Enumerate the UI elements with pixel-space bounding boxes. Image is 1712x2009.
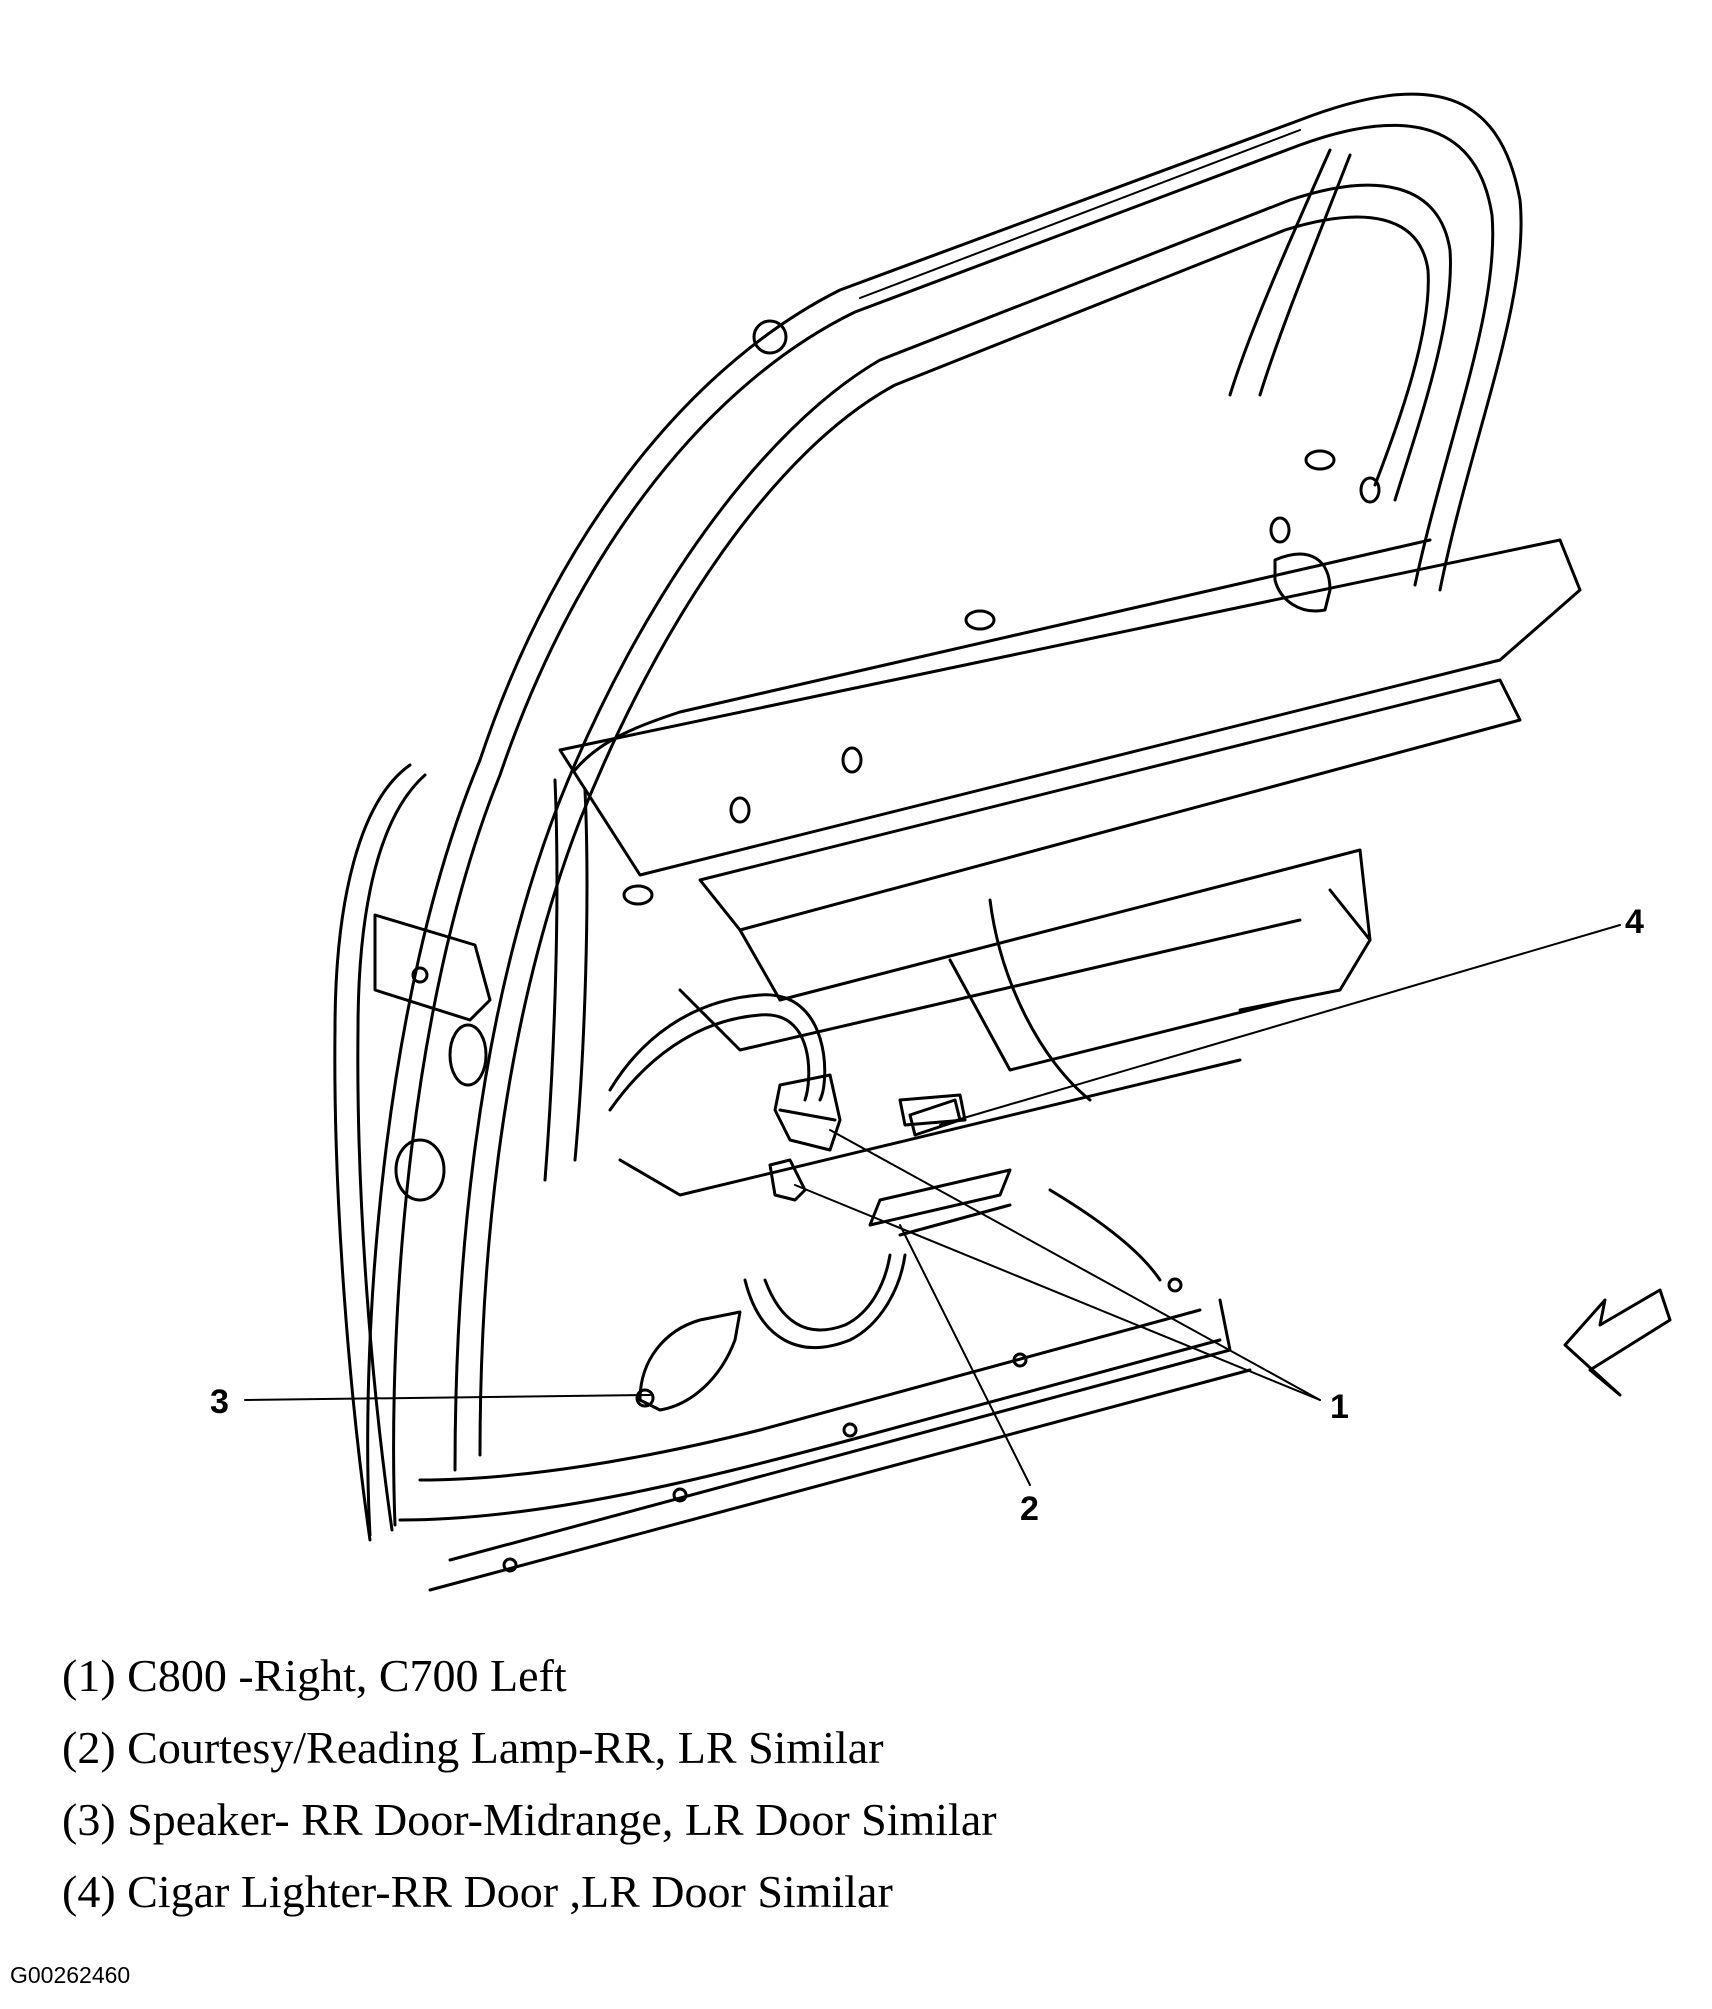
view-direction-arrow-icon	[1563, 1288, 1672, 1397]
connector-second	[768, 1158, 807, 1202]
door-drawing: 1 2 3 4	[210, 92, 1672, 1592]
legend-item-4: (4) Cigar Lighter-RR Door ,LR Door Simil…	[62, 1866, 893, 1917]
callout-3: 3	[210, 1383, 229, 1421]
callout-4: 4	[1625, 903, 1644, 941]
door-diagram: 1 2 3 4	[210, 92, 1672, 1592]
wiring-harness	[608, 993, 907, 1349]
armrest	[618, 678, 1522, 1282]
connector-c800	[773, 1073, 842, 1152]
leader-3	[244, 1394, 651, 1401]
callout-2: 2	[1020, 1490, 1039, 1528]
leader-1a	[829, 1129, 1321, 1401]
legend-item-2: (2) Courtesy/Reading Lamp-RR, LR Similar	[62, 1722, 884, 1773]
leader-1b	[794, 1184, 1321, 1401]
callout-1: 1	[1330, 1388, 1349, 1426]
legend: (1) C800 -Right, C700 Left (2) Courtesy/…	[62, 1640, 997, 1928]
window-frame	[366, 92, 1523, 1537]
leader-2	[899, 1224, 1031, 1486]
legend-item-1: (1) C800 -Right, C700 Left	[62, 1650, 567, 1701]
speaker	[635, 1310, 742, 1412]
legend-item-3: (3) Speaker- RR Door-Midrange, LR Door S…	[62, 1794, 997, 1845]
door-inner-panel	[398, 449, 1582, 1592]
figure-id: G00262460	[10, 1962, 131, 1988]
door-front-edge	[333, 763, 492, 1542]
leader-lines	[244, 924, 1621, 1486]
leader-4	[939, 924, 1621, 1126]
